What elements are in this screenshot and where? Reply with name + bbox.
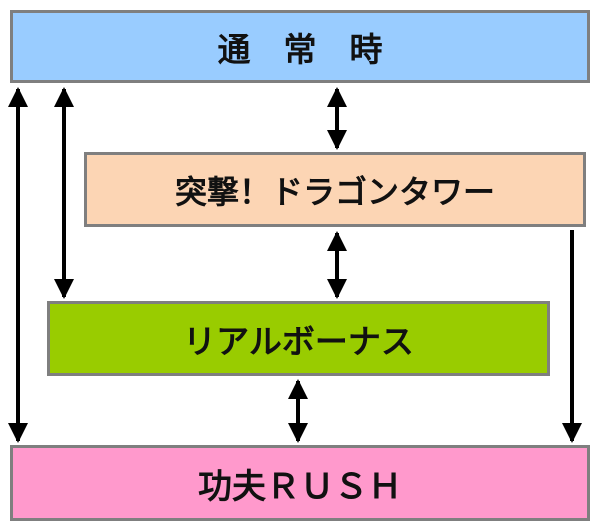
state-real-bonus-label: リアルボーナス (183, 321, 414, 361)
state-normal-label: 通 常 時 (217, 29, 383, 69)
state-dragon-tower: 突撃！ドラゴンタワー (84, 152, 586, 227)
state-kungfu-rush-label: 功夫ＲＵＳＨ (198, 466, 402, 507)
state-dragon-tower-label: 突撃！ドラゴンタワー (174, 172, 495, 211)
state-normal: 通 常 時 (10, 10, 590, 83)
state-kungfu-rush: 功夫ＲＵＳＨ (10, 445, 590, 521)
state-real-bonus: リアルボーナス (47, 301, 550, 376)
